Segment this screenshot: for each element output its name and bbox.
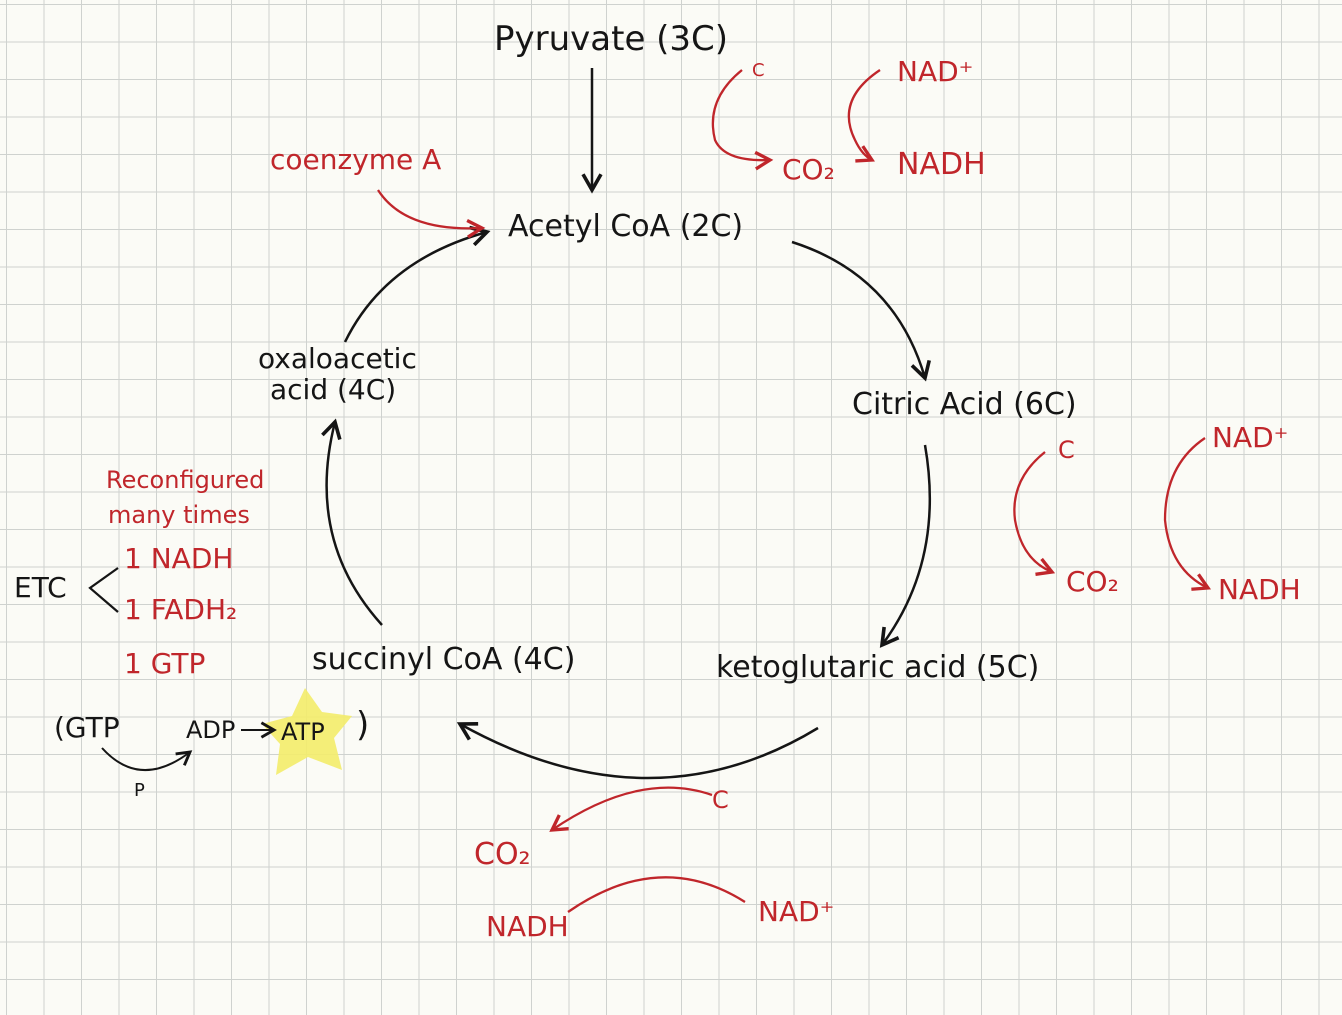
keto-nad-plus-label: NAD⁺ — [758, 895, 835, 928]
citric-c-to-co2-arrow — [1013, 451, 1056, 576]
reconfigured-line1: Reconfigured — [106, 466, 265, 494]
gtp-note-adp: ADP — [186, 716, 236, 744]
ketoglutaric-acid-label: ketoglutaric acid (5C) — [716, 650, 1040, 685]
succinyl-to-oxaloacetic-arrow — [321, 418, 383, 626]
citric-to-keto-arrow — [879, 444, 932, 648]
gtp-to-adp-arrow — [101, 747, 193, 772]
pyruvate-label: Pyruvate (3C) — [494, 19, 729, 59]
keto-c-label: C — [712, 786, 729, 814]
atp-highlight-star — [262, 688, 352, 775]
pyruvate-co2-label: CO₂ — [782, 153, 835, 186]
oxaloacetic-to-acetyl-arrow — [343, 225, 491, 343]
citric-nad-plus-label: NAD⁺ — [1212, 421, 1289, 454]
citric-c-label: C — [1058, 436, 1075, 464]
citric-nad-to-nadh-arrow — [1163, 437, 1212, 591]
gtp-note-atp: ATP — [281, 718, 325, 746]
yield-gtp-label: 1 GTP — [124, 647, 206, 680]
acetyl-coa-label: Acetyl CoA (2C) — [508, 209, 744, 244]
keto-to-succinyl-arrow — [456, 722, 819, 780]
coenzyme-to-acetyl-arrow — [377, 189, 486, 239]
etc-label: ETC — [14, 571, 67, 604]
gtp-note-close: ) — [356, 705, 370, 745]
oxaloacetic-label-line2: acid (4C) — [270, 373, 397, 406]
coenzyme-a-label: coenzyme A — [270, 143, 442, 176]
keto-c-to-co2-arrow — [549, 786, 713, 832]
reconfigured-line2: many times — [108, 501, 250, 529]
citric-nadh-label: NADH — [1218, 573, 1301, 606]
pyruvate-nadh-label: NADH — [897, 147, 986, 182]
gtp-note-open: (GTP — [54, 711, 120, 744]
succinyl-coa-label: succinyl CoA (4C) — [312, 642, 576, 677]
etc-brace — [88, 567, 119, 613]
gtp-note-p: P — [134, 780, 145, 801]
citric-acid-label: Citric Acid (6C) — [852, 387, 1077, 422]
yield-nadh-label: 1 NADH — [124, 542, 234, 575]
pyruvate-nad-to-nadh-arrow — [847, 69, 881, 163]
keto-nadh-nad-link — [567, 876, 746, 913]
pyruvate-c-to-co2-arrow — [711, 69, 774, 171]
citric-co2-label: CO₂ — [1066, 565, 1119, 598]
pyruvate-c-label: C — [752, 60, 765, 81]
oxaloacetic-label-line1: oxaloacetic — [258, 342, 417, 375]
pyruvate-nad-plus-label: NAD⁺ — [897, 55, 974, 88]
keto-co2-label: CO₂ — [474, 837, 531, 872]
keto-nadh-label: NADH — [486, 910, 569, 943]
yield-fadh2-label: 1 FADH₂ — [124, 593, 238, 626]
acetyl-to-citric-arrow — [791, 240, 931, 382]
